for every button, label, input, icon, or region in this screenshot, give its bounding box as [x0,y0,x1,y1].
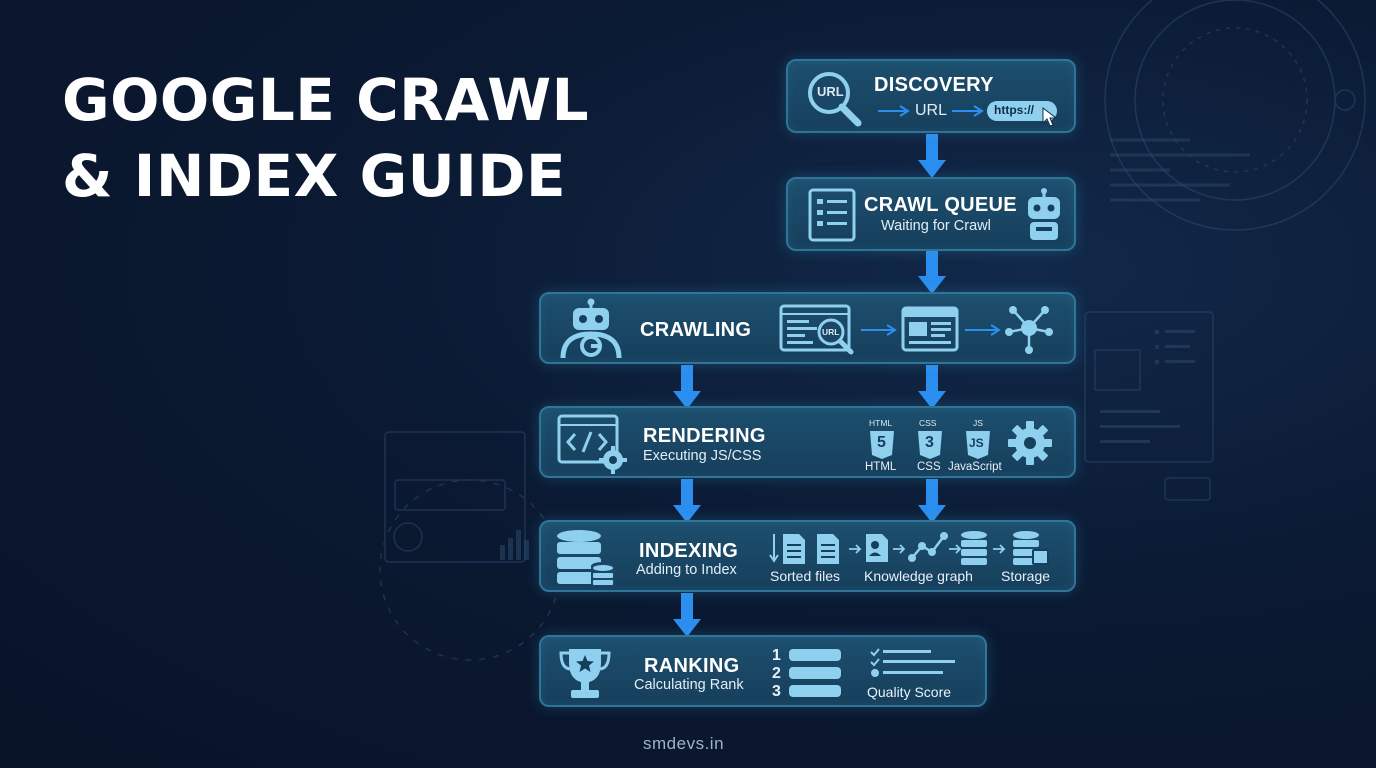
footer-domain: smdevs.in [643,734,725,753]
javascript-icon [966,431,990,459]
ranking-step: RANKING Calculating Rank 1 2 3 Quality S… [539,635,987,707]
robot-icon [560,298,622,359]
js-badge-top: JS [973,418,983,428]
css3-icon [918,431,942,459]
ranking-title: RANKING [644,655,740,677]
storage-label: Storage [1001,568,1051,584]
indexing-title: INDEXING [639,540,739,562]
rendering-subtitle: Executing JS/CSS [643,448,762,464]
network-icon [1005,306,1053,354]
user-file-icon [866,534,888,562]
html-label: HTML [865,461,897,473]
css-label: CSS [917,461,941,473]
rank-bar [789,667,841,679]
css-badge-top: CSS [919,418,937,428]
list-icon [808,188,856,242]
rank-2: 2 [772,665,781,682]
browser-search-icon [779,304,854,355]
crawling-step: CRAWLING URL [539,292,1076,364]
search-icon [808,72,862,127]
arrow-right-icon [861,324,897,336]
discovery-step: URL DISCOVERY URL https:// [786,59,1076,133]
arrow-right-icon [965,324,1001,336]
gear-icon [1008,421,1052,465]
arrow-right-icon [849,544,862,554]
javascript-label: JavaScript [948,461,1002,473]
rendering-step: RENDERING Executing JS/CSS HTML 5 HTML C… [539,406,1076,478]
url-badge: URL [817,84,844,99]
checklist-icon [870,648,955,677]
arrow-down-icon [673,479,701,523]
cursor-icon [1042,107,1058,127]
indexing-subtitle: Adding to Index [636,562,737,578]
crawl-queue-subtitle: Waiting for Crawl [881,218,991,234]
title-line-2: & INDEX GUIDE [62,142,567,210]
database-icon [557,530,615,586]
graph-icon [908,532,948,562]
robot-icon [1028,188,1060,240]
arrow-down-icon [918,134,946,178]
js-glyph: JS [969,436,984,450]
arrow-down-icon [918,365,946,409]
arrow-down-icon [673,365,701,409]
rank-3: 3 [772,683,781,700]
indexing-step: INDEXING Adding to Index Sorted files Kn… [539,520,1076,592]
page-title: GOOGLE CRAWL & INDEX GUIDE [62,62,589,214]
arrow-right-icon [878,105,910,117]
discovery-title: DISCOVERY [874,74,994,96]
crawl-queue-title: CRAWL QUEUE [864,194,1017,216]
arrow-down-icon [918,479,946,523]
rank-bar [789,685,841,697]
arrow-right-icon [952,105,984,117]
https-pill [987,101,1057,121]
knowledge-graph-label: Knowledge graph [864,568,973,584]
html-badge-top: HTML [869,418,893,428]
title-line-1: GOOGLE CRAWL [62,66,590,134]
arrow-right-icon [993,544,1006,554]
arrow-right-icon [893,544,906,554]
crawl-queue-step: CRAWL QUEUE Waiting for Crawl [786,177,1076,251]
code-gear-icon [557,414,627,474]
sorted-files-icon [769,534,839,564]
css3-glyph: 3 [925,434,934,451]
discovery-url-label: URL [915,102,948,119]
arrow-down-icon [673,593,701,637]
database-icon [961,531,987,565]
ranking-subtitle: Calculating Rank [634,677,744,693]
rendering-title: RENDERING [643,425,766,447]
html5-icon [870,431,894,459]
arrow-down-icon [918,250,946,294]
rank-1: 1 [772,647,781,664]
trophy-icon [559,649,611,698]
crawling-title: CRAWLING [640,319,752,341]
crawling-url-badge: URL [822,327,840,337]
rank-bar [789,649,841,661]
arrow-right-icon [949,544,962,554]
sorted-files-label: Sorted files [770,568,841,584]
webpage-icon [901,306,959,352]
html5-glyph: 5 [877,434,886,451]
storage-icon [1013,531,1049,565]
https-pill-text: https:// [994,103,1034,117]
quality-score-label: Quality Score [867,684,952,700]
